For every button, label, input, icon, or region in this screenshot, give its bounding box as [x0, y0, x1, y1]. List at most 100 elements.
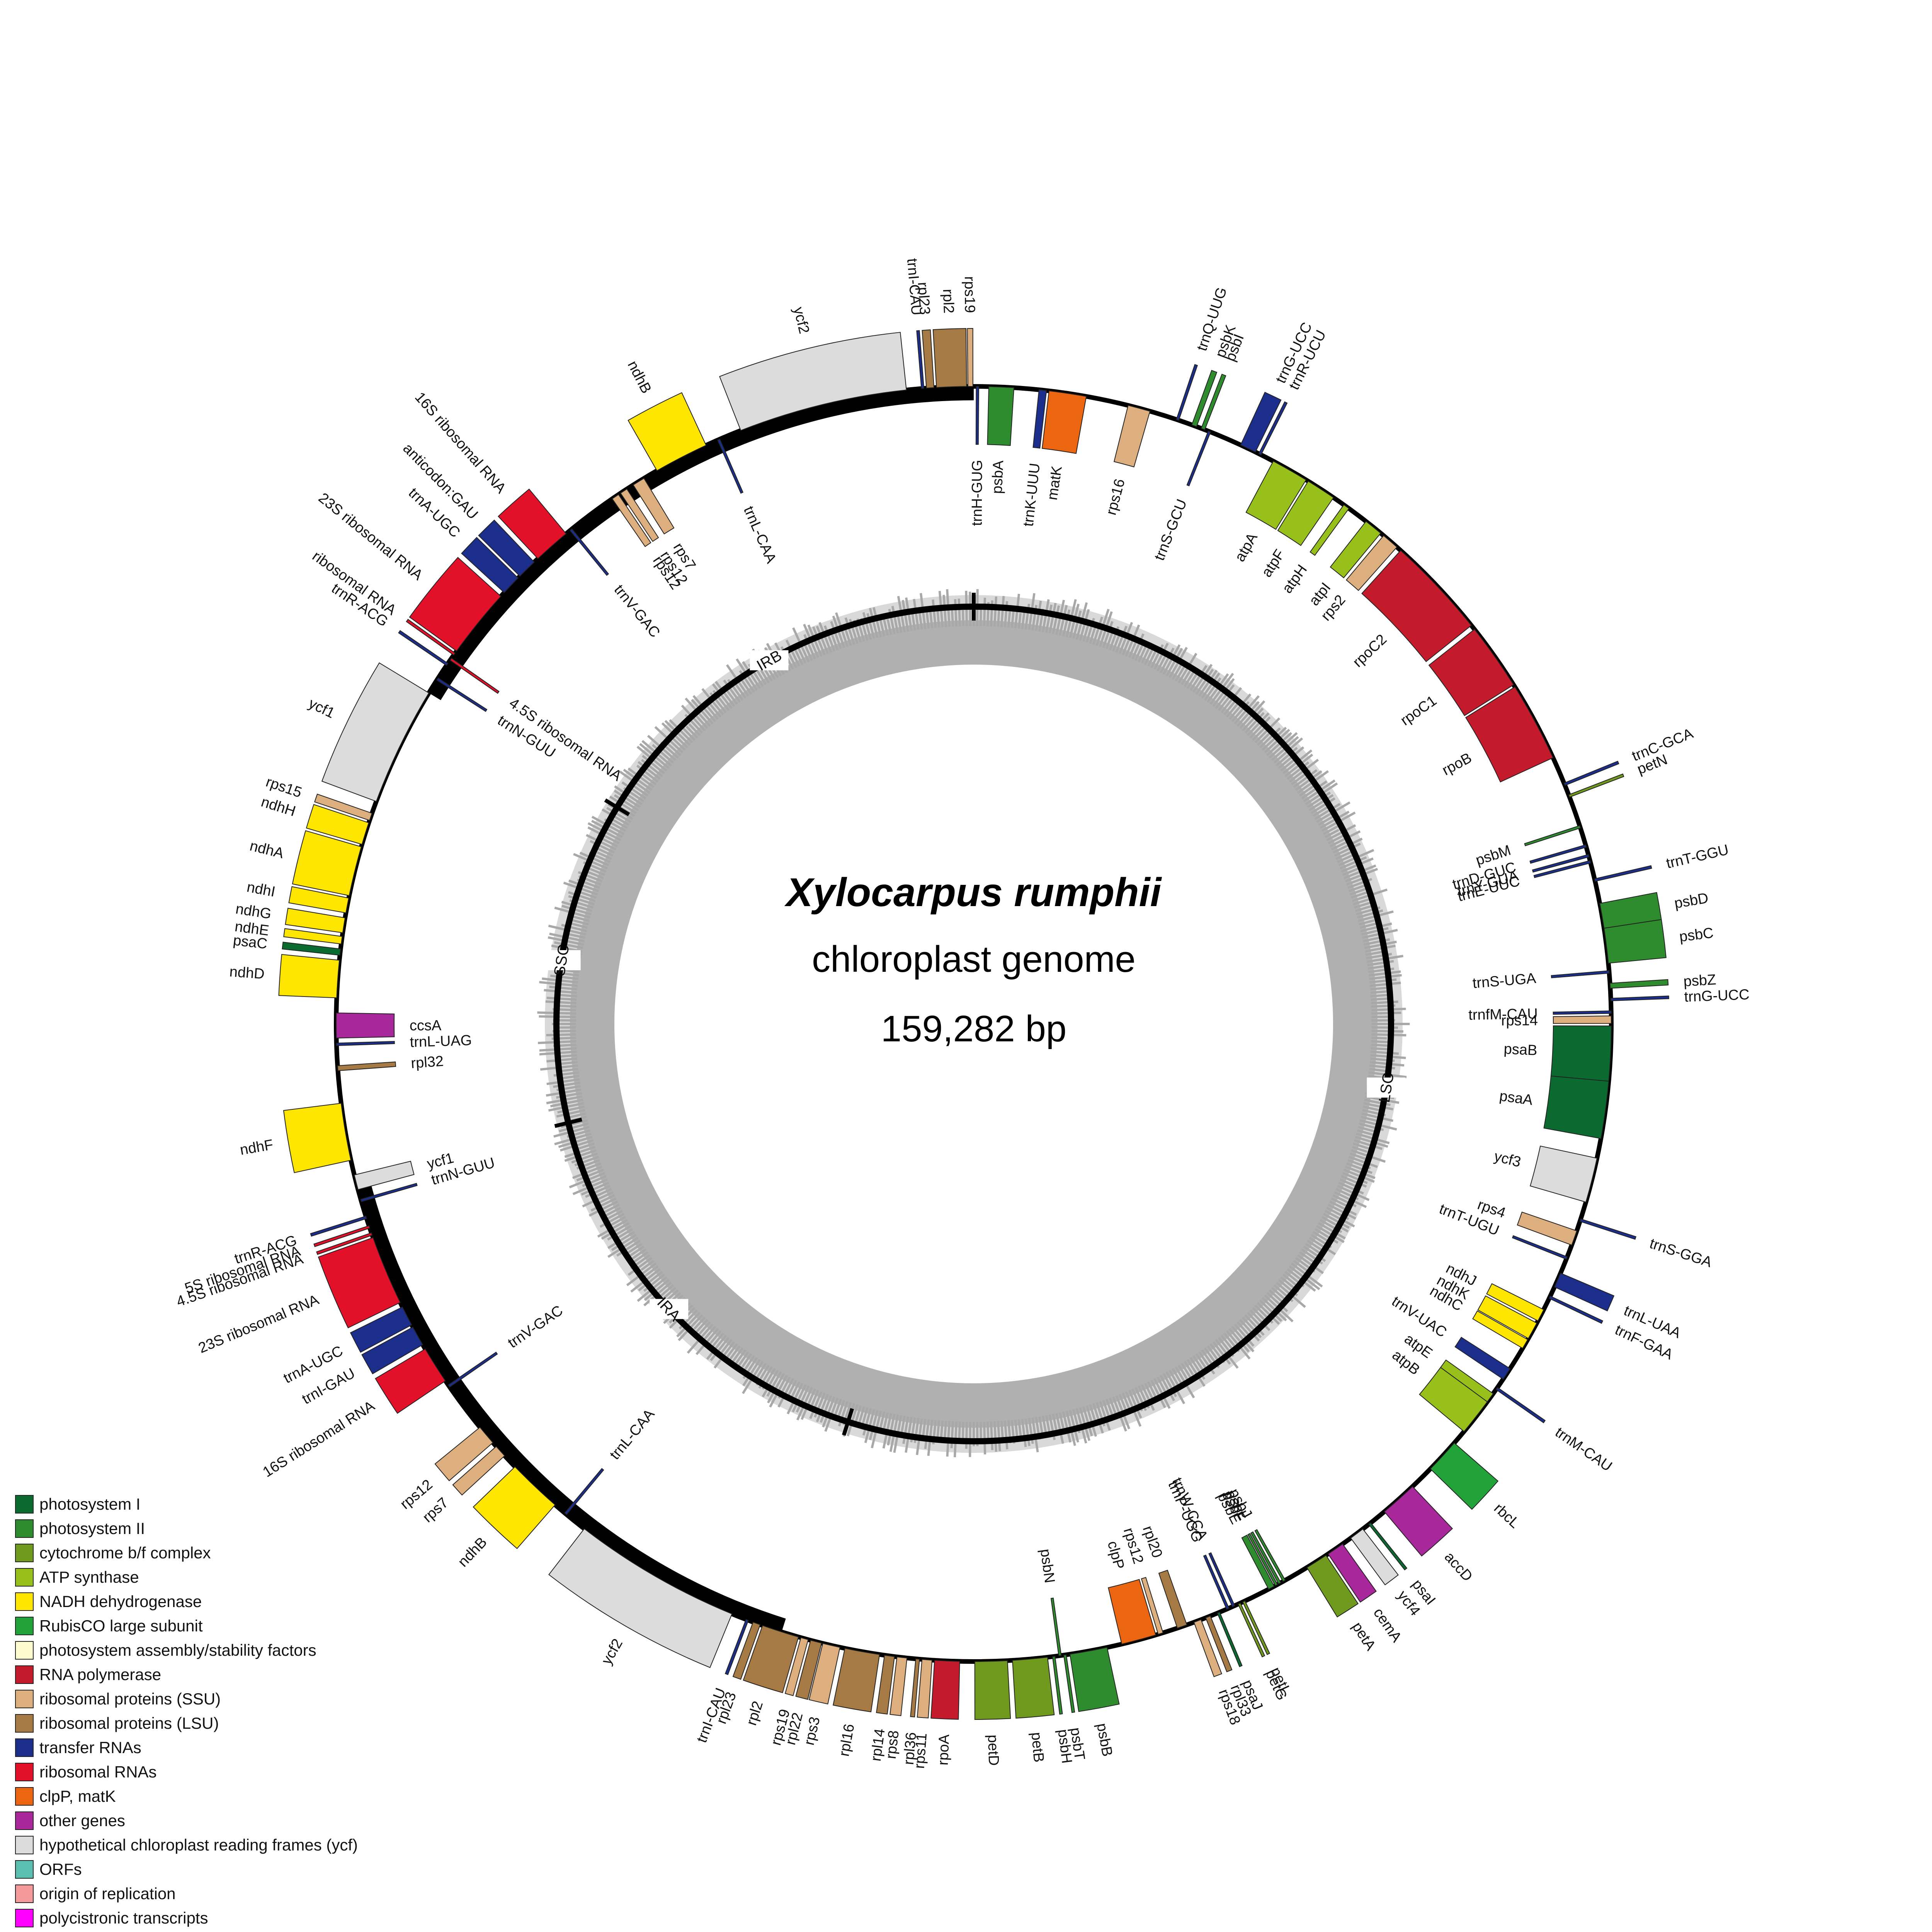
gene-trna-ugc	[350, 1306, 412, 1353]
gene-label-rpl32: rpl32	[410, 1053, 444, 1072]
legend-label: NADH dehydrogenase	[39, 1592, 202, 1611]
gene-trnf-gaa	[1549, 1295, 1604, 1324]
gene-trnn-guu	[436, 677, 488, 712]
gene-cema	[1327, 1543, 1377, 1603]
gene-rps11	[917, 1659, 933, 1719]
gene-rps15	[314, 793, 372, 821]
gene-psaj	[1217, 1611, 1243, 1667]
legend-swatch	[15, 1763, 34, 1781]
gene-trns-gga	[1579, 1218, 1637, 1240]
gene-rps8	[889, 1656, 908, 1716]
gene-matk	[1041, 390, 1087, 454]
gene-label-rps7: rps7	[420, 1495, 452, 1526]
gene-psbj	[1254, 1529, 1286, 1582]
legend-label: polycistronic transcripts	[39, 1909, 208, 1927]
gene-trne-uuc	[1533, 860, 1591, 878]
gene-ndhb	[628, 392, 707, 471]
gene-label-ndhb: ndhB	[624, 358, 655, 396]
legend-swatch	[15, 1495, 34, 1514]
gene-ndhj	[1486, 1283, 1544, 1321]
gene-psbh	[1052, 1656, 1063, 1715]
gene-23s-ribosomal-rna	[318, 1237, 401, 1328]
gene-ycf2	[719, 332, 907, 431]
gene-accd	[1384, 1486, 1453, 1557]
legend-swatch	[15, 1909, 34, 1927]
gene-label-atpa: atpA	[1232, 530, 1261, 565]
gene-label-matk: matK	[1044, 465, 1065, 501]
gene-ndhe	[283, 928, 343, 945]
gene-label-trns-gcu: trnS-GCU	[1151, 497, 1190, 563]
gene-ndhh	[306, 804, 369, 845]
gene-label-atpf: atpF	[1259, 547, 1288, 580]
gene-petb	[1012, 1656, 1055, 1719]
gene-rpl2	[932, 328, 967, 388]
gene-ycf3	[1530, 1145, 1598, 1203]
legend-swatch	[15, 1860, 34, 1879]
gene-psbl	[1250, 1531, 1282, 1585]
gc-ring-inner	[614, 665, 1333, 1383]
gene-5s-ribosomal-rna	[313, 1225, 371, 1247]
gene-rpl36	[910, 1658, 920, 1718]
gene-rps4	[1517, 1211, 1577, 1246]
legend-label: cytochrome b/f complex	[39, 1544, 211, 1562]
gc-content-ring	[537, 589, 1410, 1458]
region-boundary	[604, 798, 630, 816]
gene-ndhi	[288, 886, 349, 913]
gene-psbe	[1241, 1534, 1275, 1590]
gene-trng-ucc	[1610, 995, 1669, 1002]
legend-label: transfer RNAs	[39, 1738, 141, 1757]
gene-clpp	[1108, 1579, 1156, 1645]
legend-label: ATP synthase	[39, 1568, 139, 1586]
gene-ndhc	[1472, 1310, 1528, 1349]
gene-trns-gcu	[1186, 430, 1211, 486]
gene-trnr-acg	[310, 1216, 367, 1237]
gene-label-rpoa: rpoA	[935, 1734, 952, 1766]
gene-rpl16	[833, 1648, 880, 1713]
gene-label-psbc: psbC	[1679, 925, 1714, 945]
legend-label: RNA polymerase	[39, 1665, 161, 1684]
region-label-bg	[1367, 1077, 1406, 1098]
gene-label-trnv-gac: trnV-GAC	[505, 1302, 566, 1351]
gene-psac	[282, 942, 341, 956]
gene-ndhf	[283, 1103, 352, 1173]
gene-petl	[1242, 1600, 1270, 1655]
legend-swatch	[15, 1617, 34, 1635]
gene-label-ycf3: ycf3	[1492, 1148, 1522, 1170]
gene-label-rpl23: rpl23	[915, 282, 933, 315]
gene-trnd-guc	[1529, 844, 1587, 864]
gene-trnr-ucu	[1258, 401, 1288, 456]
gene-label-trnv-gac: trnV-GAC	[611, 582, 663, 641]
legend-label: ribosomal RNAs	[39, 1763, 156, 1781]
gene-ndha	[292, 830, 362, 896]
gene-label-ycf2: ycf2	[599, 1636, 626, 1667]
legend-label: photosystem I	[39, 1495, 140, 1513]
gene-petn	[1568, 773, 1624, 798]
gene-trnl-uaa	[1554, 1272, 1615, 1311]
gene-label-trnl-caa: trnL-CAA	[607, 1406, 658, 1463]
gene-label-trns-gga: trnS-GGA	[1648, 1235, 1714, 1270]
gene-label-trns-uga: trnS-UGA	[1472, 970, 1537, 992]
legend-swatch	[15, 1714, 34, 1733]
gene-label-peta: petA	[1349, 1619, 1379, 1654]
gene-label-trnl-caa: trnL-CAA	[740, 504, 779, 566]
gene-psbn	[1050, 1597, 1062, 1656]
gene-ndhd	[278, 954, 340, 998]
gene-psbf	[1247, 1533, 1278, 1587]
inverted-repeat-arc	[427, 385, 974, 701]
gene-label-ndha: ndhA	[248, 838, 286, 862]
gene-rpl33	[1205, 1615, 1233, 1672]
gene-trnk-uuu	[1032, 389, 1047, 449]
gene-16s-ribosomal-rna	[375, 1348, 446, 1414]
genome-size: 159,282 bp	[881, 1008, 1066, 1049]
legend-swatch	[15, 1665, 34, 1684]
genome-title: Xylocarpus rumphii chloroplast genome 15…	[784, 870, 1162, 1049]
gene-label-rpob: rpoB	[1439, 750, 1475, 779]
region-label-bg	[542, 950, 581, 970]
gene-rps12	[434, 1427, 494, 1481]
gene-psba	[987, 386, 1015, 446]
gene-label-ccsa: ccsA	[410, 1017, 442, 1034]
gene-rpl14	[876, 1655, 895, 1715]
legend-swatch	[15, 1690, 34, 1708]
gene-peta	[1306, 1554, 1359, 1617]
